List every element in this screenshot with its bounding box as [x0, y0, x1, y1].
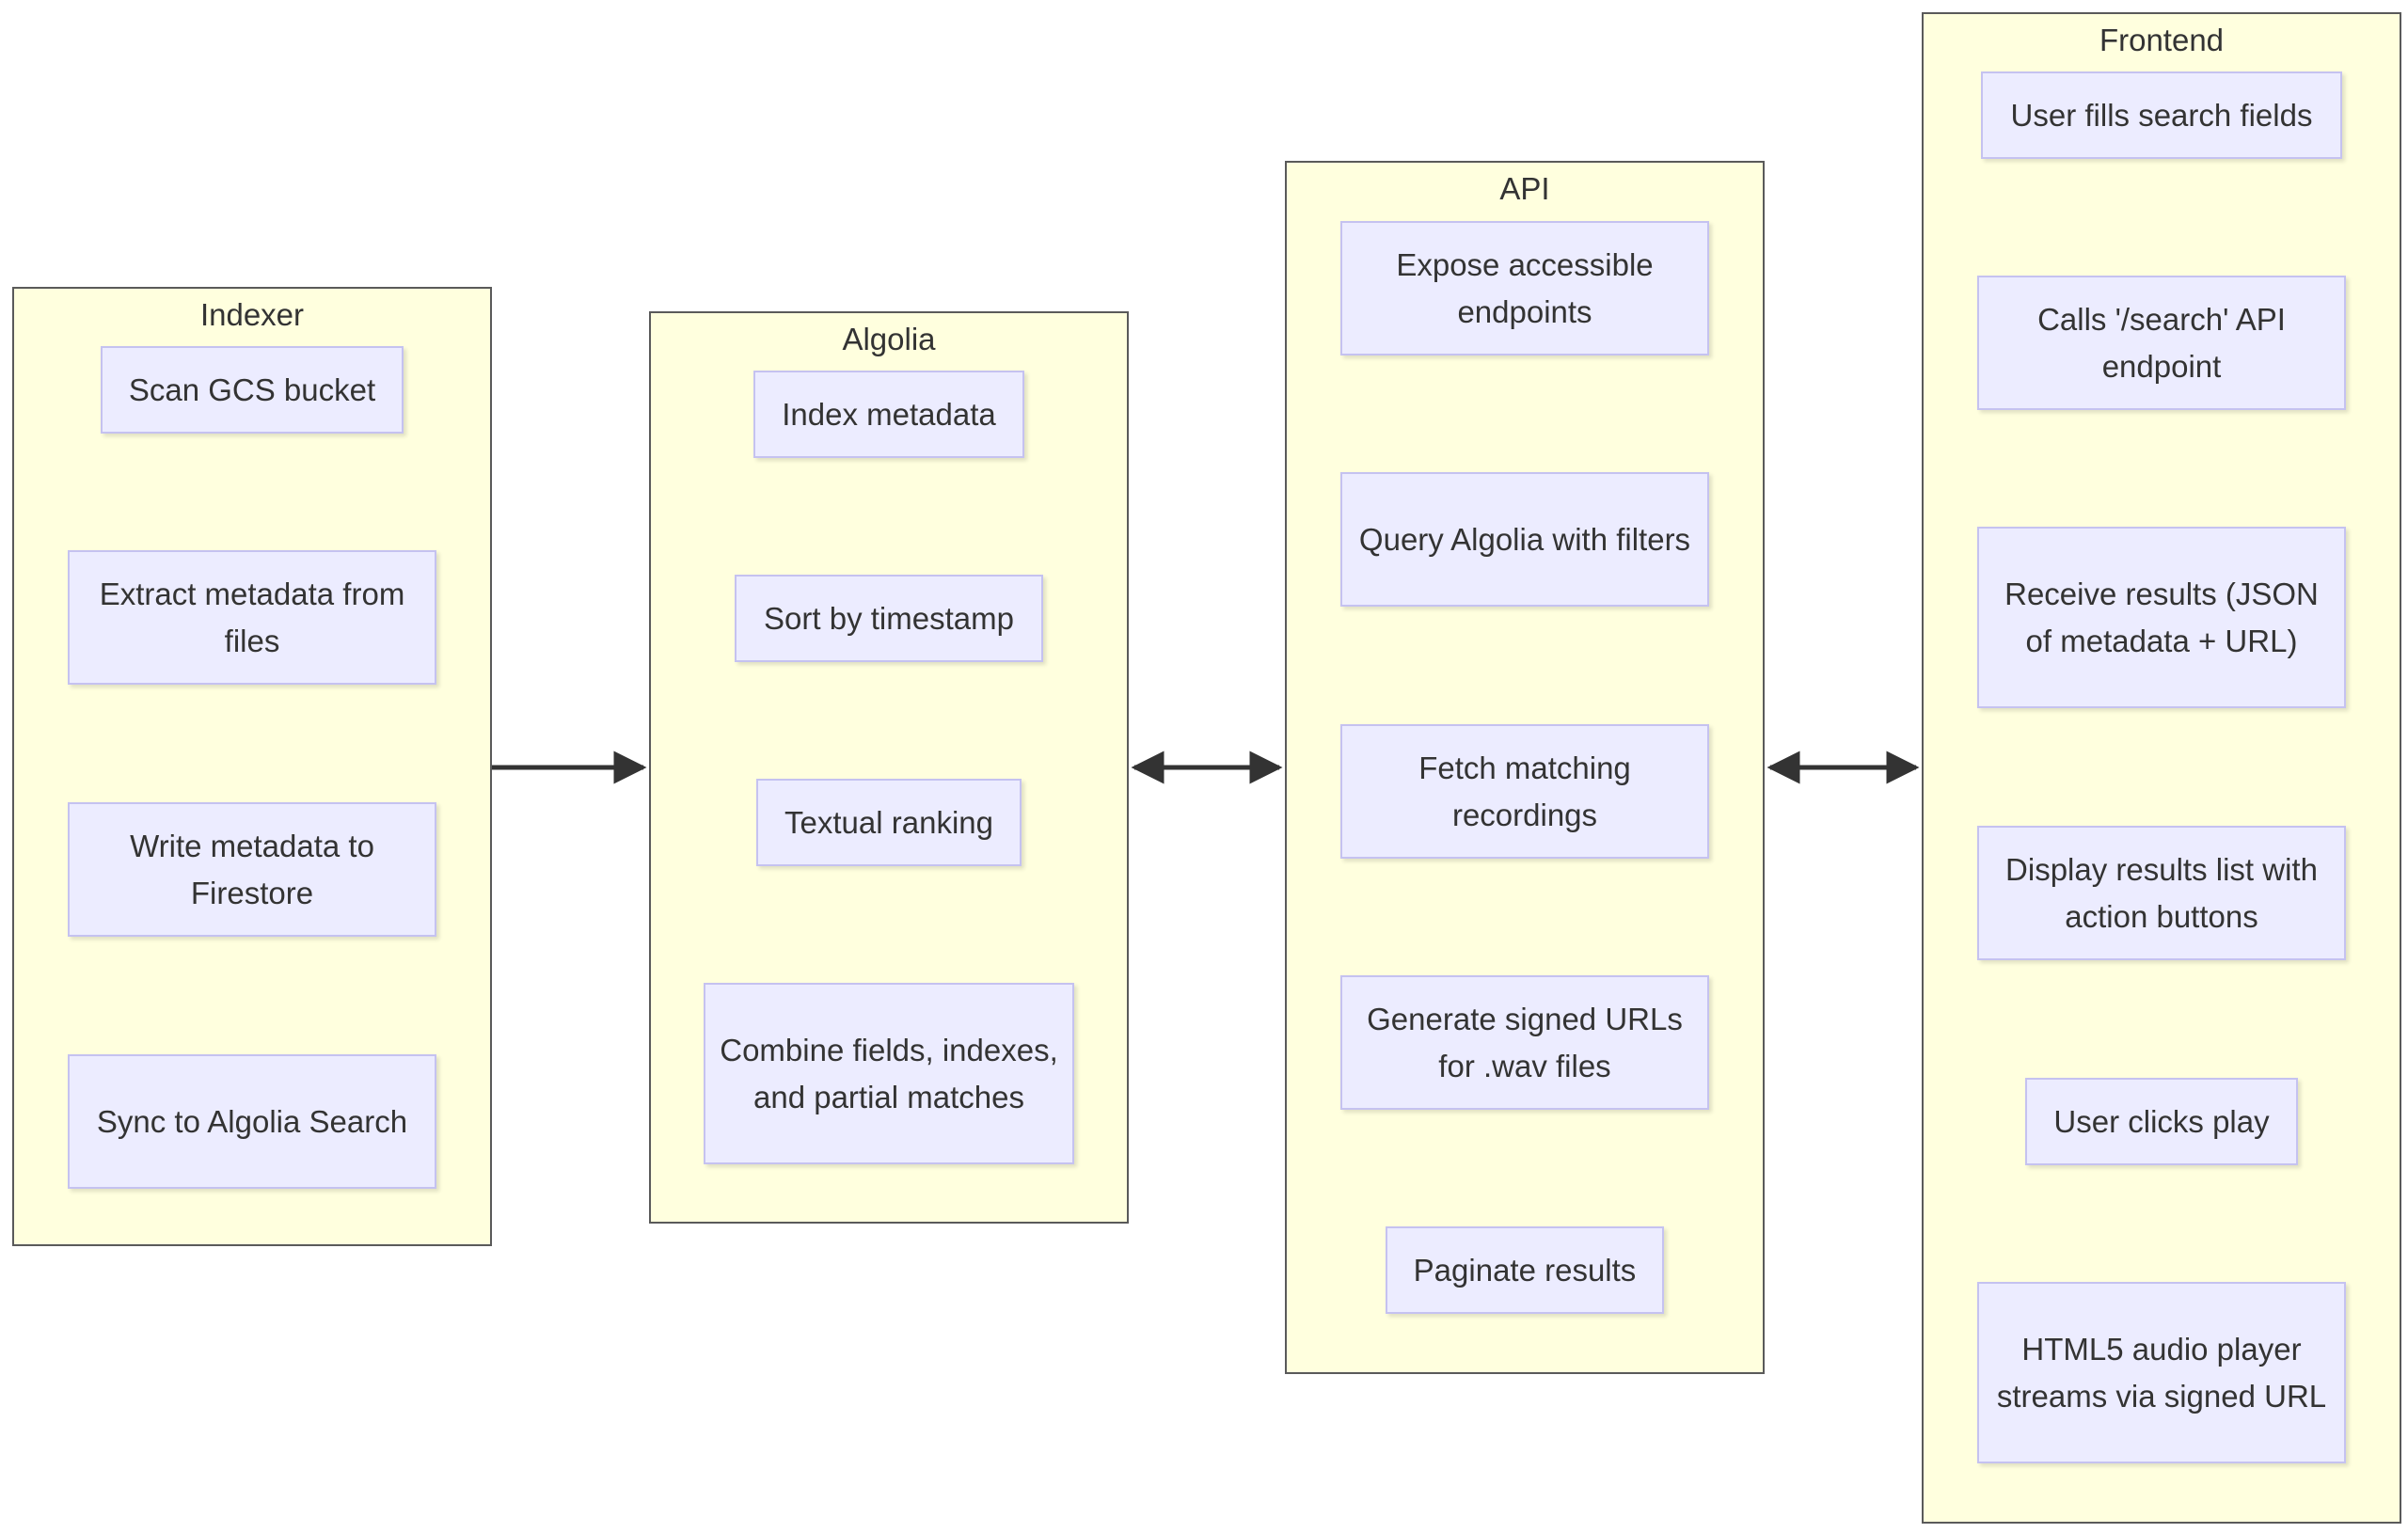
node-user-fills-search: User fills search fields [1981, 71, 2342, 159]
node-sort-timestamp: Sort by timestamp [735, 575, 1043, 662]
node-index-metadata: Index metadata [753, 371, 1024, 458]
node-textual-ranking: Textual ranking [756, 779, 1022, 866]
node-combine-fields: Combine fields, indexes, and partial mat… [704, 983, 1074, 1164]
node-paginate-results: Paginate results [1386, 1226, 1664, 1314]
node-calls-search-api: Calls '/search' API endpoint [1977, 276, 2346, 410]
node-query-algolia: Query Algolia with filters [1340, 472, 1709, 607]
cluster-algolia-title: Algolia [842, 322, 936, 356]
node-extract-metadata: Extract metadata from files [68, 550, 436, 685]
node-write-metadata-firestore: Write metadata to Firestore [68, 802, 436, 937]
cluster-api-title: API [1499, 171, 1550, 206]
cluster-indexer-title: Indexer [199, 297, 305, 332]
cluster-frontend-title: Frontend [2099, 23, 2225, 57]
node-fetch-recordings: Fetch matching recordings [1340, 724, 1709, 859]
node-generate-signed-urls: Generate signed URLs for .wav files [1340, 975, 1709, 1110]
node-sync-algolia: Sync to Algolia Search [68, 1054, 436, 1189]
node-expose-endpoints: Expose accessible endpoints [1340, 221, 1709, 356]
cluster-frontend: Frontend [1922, 12, 2401, 1524]
node-scan-gcs-bucket: Scan GCS bucket [101, 346, 404, 434]
node-user-clicks-play: User clicks play [2025, 1078, 2298, 1165]
node-html5-audio-player: HTML5 audio player streams via signed UR… [1977, 1282, 2346, 1463]
node-receive-results: Receive results (JSON of metadata + URL) [1977, 527, 2346, 708]
node-display-results-list: Display results list with action buttons [1977, 826, 2346, 960]
